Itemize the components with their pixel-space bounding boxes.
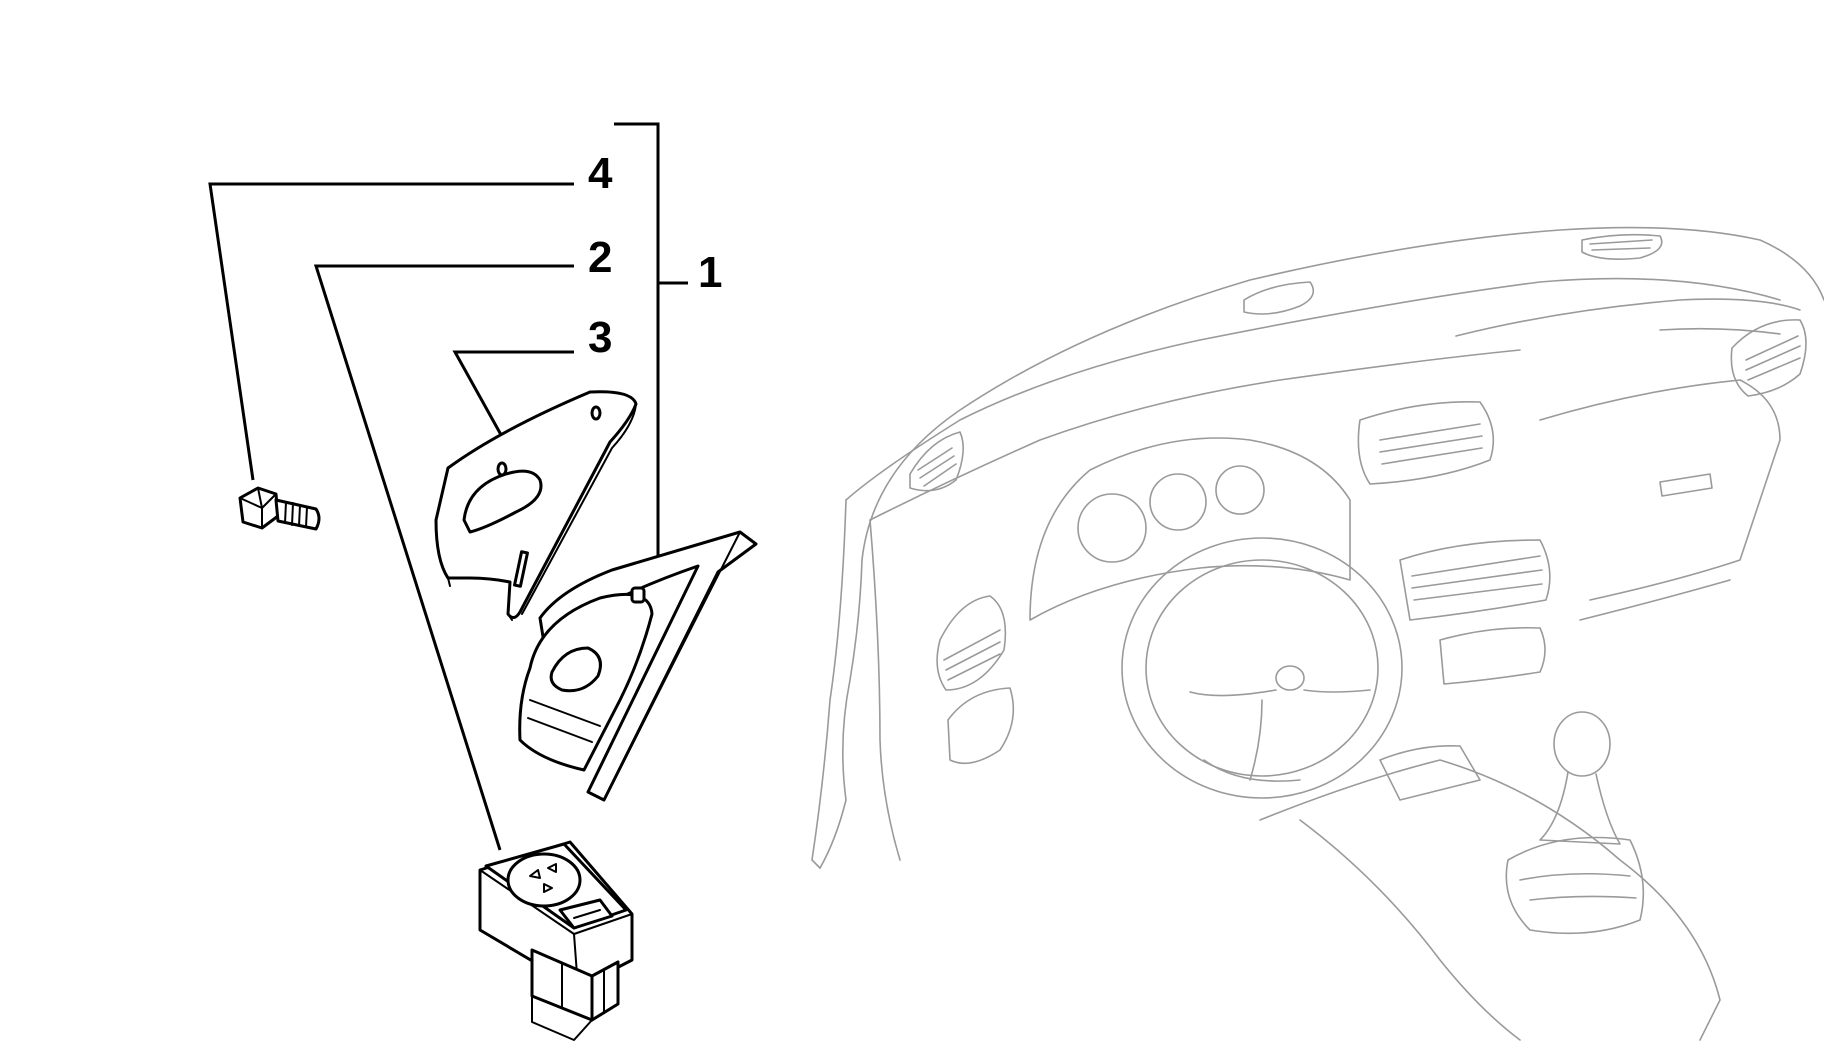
callout-4: 4 [588, 149, 613, 198]
switch-unit-icon [478, 840, 634, 1041]
callout-2: 2 [588, 233, 612, 282]
bracket-icon [518, 530, 758, 802]
leader-1-bracket [614, 122, 660, 560]
mount-plate-icon [434, 390, 638, 621]
callout-labels: 4 2 1 3 [588, 149, 722, 362]
callout-1: 1 [698, 248, 722, 297]
leader-3 [452, 350, 574, 443]
leader-4 [208, 182, 574, 481]
bolt-icon [238, 486, 321, 531]
leader-2 [313, 264, 574, 851]
callout-3: 3 [588, 313, 612, 362]
leader-lines [208, 122, 688, 851]
dashboard-context-icon [811, 226, 1824, 1041]
